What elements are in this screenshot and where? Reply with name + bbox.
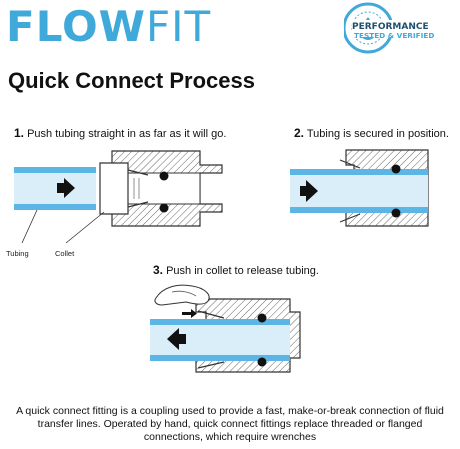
o-ring-icon (391, 164, 401, 174)
collet-label: Collet (55, 249, 75, 258)
o-ring-icon (257, 357, 267, 367)
step-3-number: 3. (153, 263, 164, 277)
tube-2-bottom-stripe (290, 207, 428, 213)
collet-1 (99, 162, 129, 215)
tubing-label: Tubing (6, 249, 29, 258)
step-1-diagram (14, 150, 223, 244)
performance-seal: PERFORMANCE TESTED & VERIFIED (344, 2, 450, 54)
description: A quick connect fitting is a coupling us… (16, 405, 444, 443)
step-2: 2. Tubing is secured in position. (294, 126, 449, 140)
seal-line1: PERFORMANCE (352, 22, 429, 32)
arrow-right-icon (300, 180, 318, 202)
arrow-right-icon (57, 178, 75, 198)
step-3-text: Push in collet to release tubing. (166, 265, 319, 277)
brand-logo-light: FIT (146, 2, 212, 51)
o-ring-icon (391, 208, 401, 218)
tube-2-top-stripe (290, 169, 428, 175)
tube-1-top-stripe (14, 167, 96, 173)
hand-icon (154, 284, 210, 306)
page-title: Quick Connect Process (8, 68, 255, 93)
step-3: 3. Push in collet to release tubing. (153, 263, 319, 277)
tube-1-bottom-stripe (14, 204, 96, 210)
push-arrow-icon (182, 309, 197, 318)
step-2-diagram (290, 149, 429, 227)
step-1: 1. Push tubing straight in as far as it … (14, 126, 226, 140)
step-3-diagram (150, 284, 301, 373)
o-ring-icon (159, 171, 169, 181)
o-ring-icon (159, 203, 169, 213)
arrow-left-icon (167, 328, 186, 350)
tube-3-bottom-stripe (150, 355, 290, 361)
seal-line2: TESTED & VERIFIED (354, 31, 434, 40)
tube-3-top-stripe (150, 319, 290, 325)
step-1-number: 1. (14, 126, 25, 140)
tube-1 (14, 167, 96, 210)
brand-logo-bold: FLOW (6, 2, 146, 51)
step-1-text: Push tubing straight in as far as it wil… (27, 128, 227, 140)
o-ring-icon (257, 313, 267, 323)
step-2-text: Tubing is secured in position. (306, 128, 449, 140)
step-2-number: 2. (294, 126, 305, 140)
